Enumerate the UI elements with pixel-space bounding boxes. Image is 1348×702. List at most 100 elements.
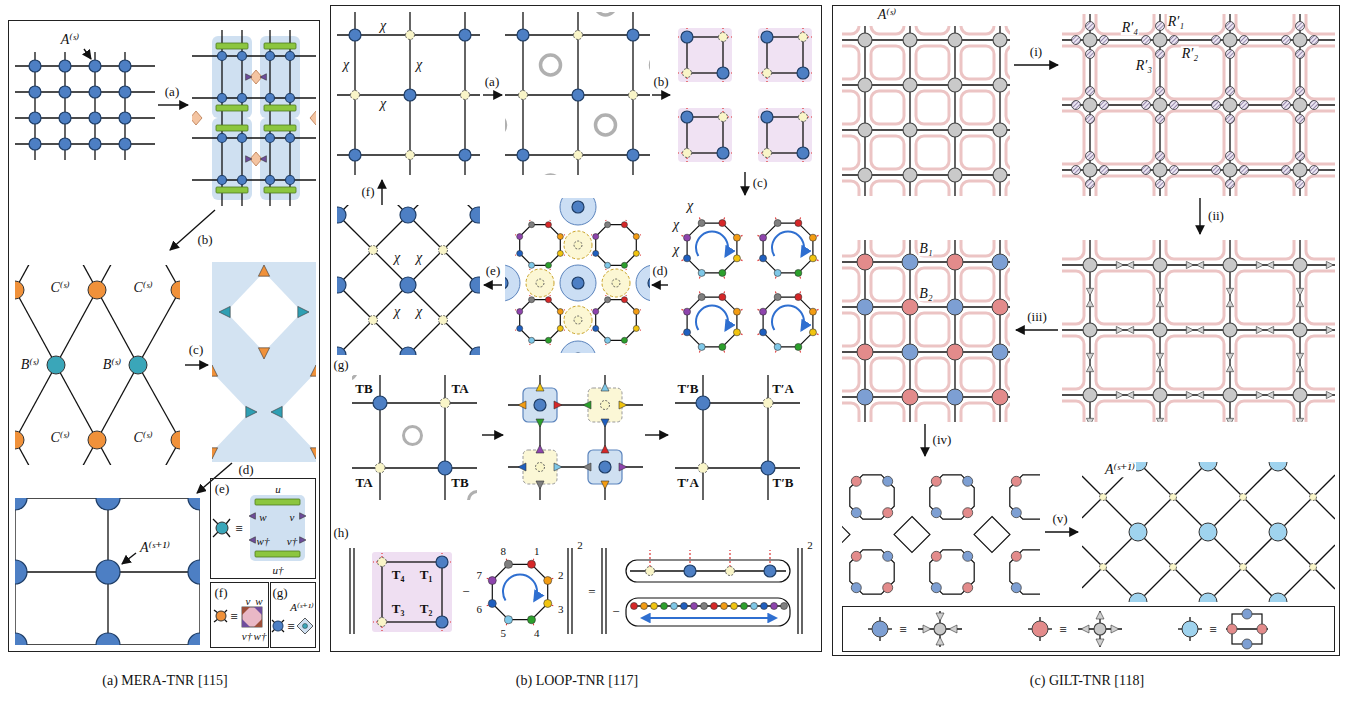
index-dot xyxy=(760,308,767,315)
gilt-tensor xyxy=(1156,115,1165,124)
tensor-label: T₃ xyxy=(392,602,405,616)
tensor-b xyxy=(436,616,448,628)
plaquette-outline xyxy=(1236,336,1294,389)
tensor-label: χ xyxy=(393,250,401,265)
disentangler-bar xyxy=(255,499,300,505)
tensor-node xyxy=(947,344,963,360)
index-dot xyxy=(529,222,535,228)
tensor-grey xyxy=(903,33,917,47)
plaquette-outline xyxy=(961,91,994,124)
tensor-a xyxy=(15,498,27,510)
tensor-label: TB xyxy=(354,382,373,396)
tensor-c xyxy=(88,281,106,299)
tensor-a xyxy=(188,633,200,645)
plaquette-outline xyxy=(961,403,994,422)
plaquette-outline xyxy=(916,91,949,124)
projector-triangle xyxy=(518,401,526,409)
plaquette-outline xyxy=(1062,336,1084,389)
step-label: (iii) xyxy=(1026,310,1048,324)
figure-region xyxy=(15,52,155,160)
tensor-b xyxy=(218,94,227,103)
tensor-a xyxy=(188,560,200,584)
octagon-loop xyxy=(850,550,894,594)
step-arrow xyxy=(1045,531,1078,532)
figure-region xyxy=(505,12,650,175)
tensor-node xyxy=(1269,593,1287,602)
index-dot xyxy=(621,297,627,303)
tensor-grey xyxy=(1223,98,1237,112)
tensor-label: B₁ xyxy=(918,241,933,256)
index-dot xyxy=(741,603,748,610)
index-dot xyxy=(605,222,611,228)
plaquette-square xyxy=(382,562,442,622)
tensor-a xyxy=(519,91,528,100)
projector-triangle xyxy=(1256,391,1263,398)
tensor-grey xyxy=(1153,258,1167,272)
tensor-b xyxy=(761,461,775,475)
index-dot xyxy=(761,603,768,610)
tensor-a xyxy=(1240,494,1247,501)
tensor-b xyxy=(337,277,346,293)
plaquette-outline xyxy=(961,26,994,34)
tensor-c xyxy=(15,431,24,449)
index-dot xyxy=(593,234,599,240)
tensor-b xyxy=(459,149,471,161)
plaquette-outline xyxy=(961,240,994,256)
group-circle xyxy=(505,265,520,301)
step-label: (d) xyxy=(651,264,668,278)
index-dot xyxy=(733,255,740,262)
coarse-tensor xyxy=(192,111,202,125)
group-box xyxy=(523,388,557,422)
figure-region xyxy=(15,498,200,645)
tensor-grey xyxy=(993,123,1007,137)
plaquette-outline xyxy=(1006,358,1010,391)
tensor-grey xyxy=(1223,163,1237,177)
disentangler-bar xyxy=(216,105,248,111)
tensor-a xyxy=(378,558,387,567)
index-dot xyxy=(862,594,863,595)
isometry-block xyxy=(250,495,305,561)
plaquette-outline xyxy=(961,268,994,301)
tensor-b xyxy=(59,138,71,150)
index-dot xyxy=(691,603,698,610)
octagon-loop xyxy=(930,475,974,519)
bond-line xyxy=(226,519,230,524)
tensor-node xyxy=(902,389,918,405)
index-dot xyxy=(505,560,513,568)
gilt-half xyxy=(1011,476,1021,486)
figure-region xyxy=(212,262,316,462)
tensor-node xyxy=(992,254,1008,270)
index-dot xyxy=(942,594,943,595)
group-circle xyxy=(560,198,596,225)
isometry-block xyxy=(212,36,252,118)
index-dot xyxy=(661,603,668,610)
plaquette-outline xyxy=(1166,240,1224,259)
tensor-a xyxy=(15,633,27,645)
step-arrow xyxy=(482,434,503,435)
gilt-tensor xyxy=(1100,101,1109,110)
tensor-b xyxy=(59,86,71,98)
gilt-tensor xyxy=(1156,87,1165,96)
index-dot xyxy=(633,250,639,256)
inset-text: u xyxy=(275,483,281,495)
tensor-b xyxy=(764,565,776,577)
bond-line xyxy=(352,402,477,403)
step-arrow xyxy=(483,94,502,95)
projector-triangle xyxy=(1256,326,1263,333)
plaquette-outline xyxy=(1306,176,1335,196)
index-dot xyxy=(593,325,599,331)
tensor-c xyxy=(171,431,180,449)
tensor-label: TB xyxy=(450,476,469,490)
plaquette-outline xyxy=(871,136,904,169)
plaquette-outline xyxy=(1306,401,1335,422)
tensor-grey xyxy=(1293,258,1307,272)
projector-triangle xyxy=(1296,300,1303,307)
inset-text: w xyxy=(255,595,262,607)
figure-region xyxy=(1062,14,1335,196)
plaquette-outline xyxy=(871,46,904,79)
plaquette-outline xyxy=(1166,271,1224,324)
plaquette-shade xyxy=(372,552,452,632)
projector-triangle xyxy=(212,365,218,376)
index-dot xyxy=(505,616,513,624)
tensor-b xyxy=(505,277,508,289)
